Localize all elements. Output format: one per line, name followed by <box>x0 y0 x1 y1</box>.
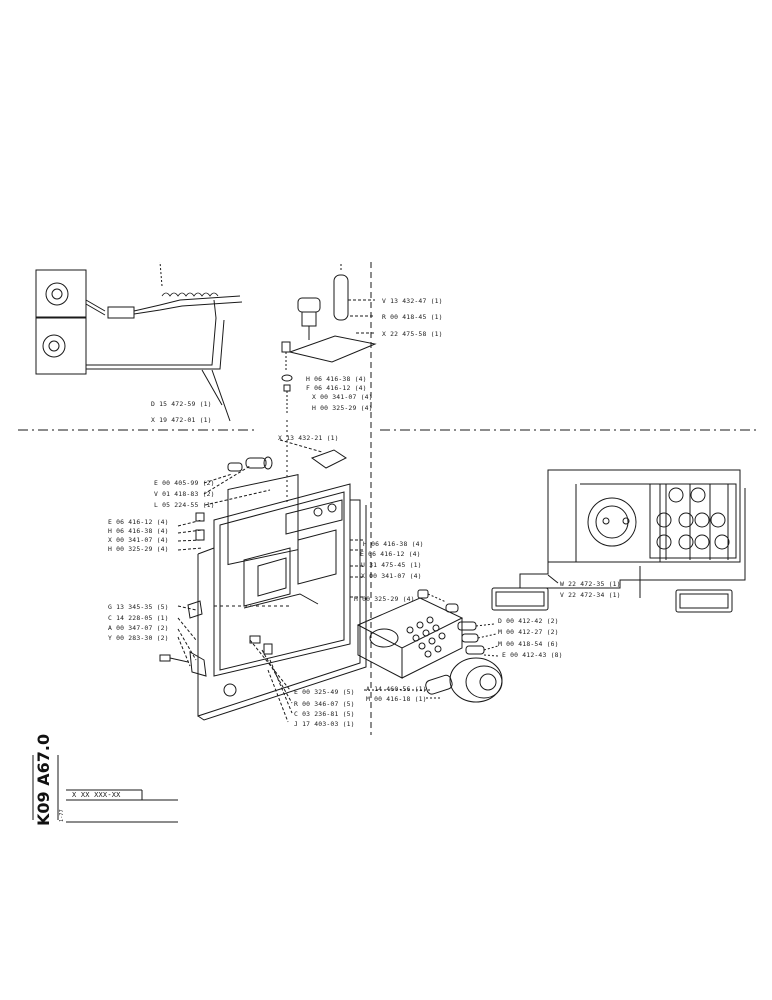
part-label: A 00 347-07 (2) <box>108 624 169 632</box>
sheet-code: K09 A67.0 <box>34 733 53 826</box>
title-block-frame <box>32 755 178 823</box>
part-placeholder: X XX XXX-XX <box>72 791 121 799</box>
part-label: J 17 403-03 (1) <box>294 720 355 728</box>
part-label: X 00 341-07 (4) <box>361 572 422 580</box>
leader-lines-left <box>177 439 365 723</box>
part-label: D 15 472-59 (1) <box>151 400 212 408</box>
part-label: H 06 416-38 (4) <box>108 527 169 535</box>
part-label: X 19 472-01 (1) <box>151 416 212 424</box>
part-label: R 00 346-07 (5) <box>294 700 355 708</box>
part-label: H 00 325-29 (4) <box>354 595 415 603</box>
part-label: W 22 472-35 (1) <box>560 580 621 588</box>
part-label: E 06 416-12 (4) <box>108 518 169 526</box>
part-label: E 00 412-43 (8) <box>502 651 563 659</box>
part-label: D 00 412-42 (2) <box>498 617 559 625</box>
part-label: X 00 341-07 (4) <box>108 536 169 544</box>
part-label: H 00 325-29 (4) <box>108 545 169 553</box>
top-assembly <box>281 262 377 505</box>
part-label: V 01 418-83 (2) <box>154 490 215 498</box>
hardware-parts-left <box>159 449 347 677</box>
part-label: U 31 475-45 (1) <box>361 561 422 569</box>
part-label: C 14 228-05 (1) <box>108 614 169 622</box>
part-label: X 22 475-58 (1) <box>382 330 443 338</box>
part-label: H 06 416-38 (4) <box>363 540 424 548</box>
part-label: M 00 418-54 (6) <box>498 640 559 648</box>
part-label: H 00 325-29 (4) <box>312 404 373 412</box>
part-label: A 14 460-56 (1) <box>366 685 427 693</box>
part-label: C 03 236-81 (5) <box>294 710 355 718</box>
part-label: E 06 416-12 (4) <box>360 550 421 558</box>
part-label: R 00 418-45 (1) <box>382 313 443 321</box>
part-label: E 00 325-49 (5) <box>294 688 355 696</box>
part-label: F 06 416-12 (4) <box>306 384 367 392</box>
part-label: L 05 224-55 (1) <box>154 501 215 509</box>
cover-plate <box>356 589 503 703</box>
part-label: Y 00 283-30 (2) <box>108 634 169 642</box>
part-label: E 00 405-99 (2) <box>154 479 215 487</box>
part-label: X 00 341-07 (4) <box>312 393 373 401</box>
part-label: M 00 412-27 (2) <box>498 628 559 636</box>
schematic-inset <box>491 469 746 613</box>
part-label: G 13 345-35 (5) <box>108 603 169 611</box>
part-label: V 22 472-34 (1) <box>560 591 621 599</box>
part-label: M 00 416-18 (1) <box>366 695 427 703</box>
part-label: V 13 432-47 (1) <box>382 297 443 305</box>
part-label: H 06 416-38 (4) <box>306 375 367 383</box>
wiring-inset <box>35 261 243 422</box>
main-panel <box>197 474 367 721</box>
small-note: 1-77 <box>59 809 65 822</box>
part-label: X 13 432-21 (1) <box>278 434 339 442</box>
